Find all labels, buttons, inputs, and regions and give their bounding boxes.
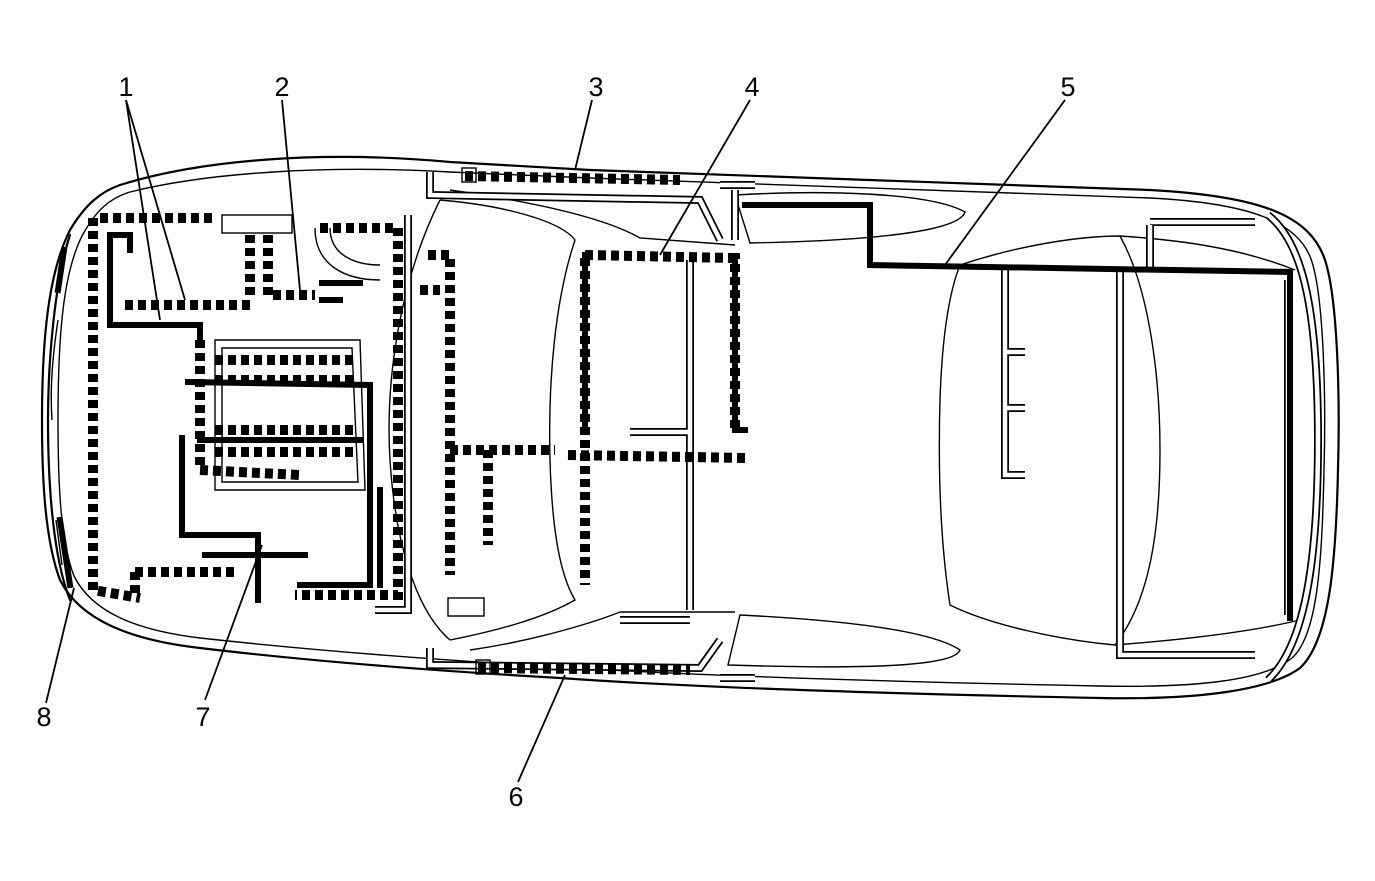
callout-1: 1 <box>118 72 133 102</box>
callout-leaders <box>45 99 1066 783</box>
callout-2: 2 <box>274 72 289 102</box>
callout-labels: 1 2 3 4 5 6 7 8 <box>36 72 1075 812</box>
callout-8: 8 <box>36 702 51 732</box>
callout-4: 4 <box>744 72 759 102</box>
secondary-harness-runs <box>375 172 1323 683</box>
callout-5: 5 <box>1060 72 1075 102</box>
vehicle-body-outline <box>40 155 1340 700</box>
primary-harness-runs <box>88 171 749 675</box>
solid-harness-runs <box>107 202 1293 621</box>
callout-3: 3 <box>588 72 603 102</box>
engine-compartment-components <box>214 167 491 675</box>
callout-7: 7 <box>195 702 210 732</box>
callout-6: 6 <box>508 782 523 812</box>
